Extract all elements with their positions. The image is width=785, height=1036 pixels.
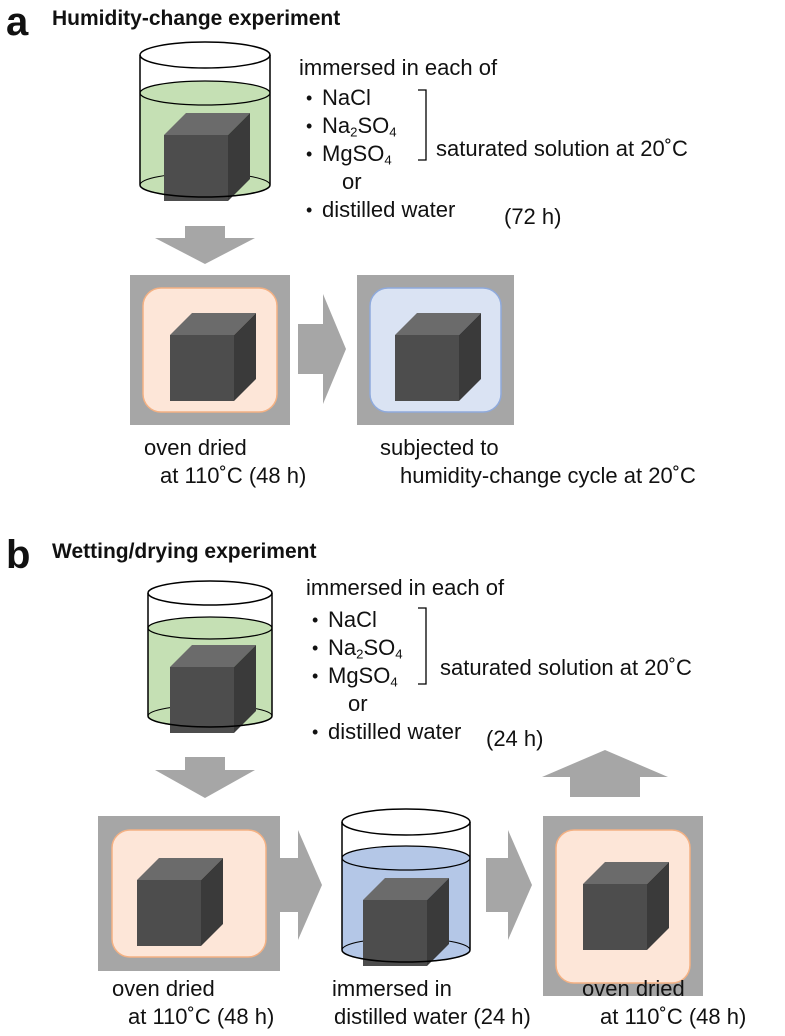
water-duration-a: (72 h): [504, 204, 562, 229]
beaker-a-saline: [139, 41, 271, 201]
solution-mgso4: MgSO4: [306, 140, 455, 168]
step1-label-line1-b: oven dried: [112, 976, 215, 1001]
arrow-right-a: [298, 294, 346, 404]
panel-title-b: Wetting/drying experiment: [52, 540, 317, 563]
step3-label-line2-b: at 110˚C (48 h): [600, 1004, 747, 1029]
step2-label-line2-b: distilled water (24 h): [334, 1004, 531, 1029]
distilled-water-item: distilled water: [312, 718, 461, 746]
solution-list-b: NaCl Na2SO4 MgSO4 or distilled water: [312, 606, 461, 746]
arrow-up-b: [542, 750, 668, 797]
step2-label-line2-a: humidity-change cycle at 20˚C: [400, 463, 696, 488]
panel-title-a: Humidity-change experiment: [52, 7, 341, 30]
solution-mgso4: MgSO4: [312, 662, 461, 690]
step2-label-line1-b: immersed in: [332, 976, 452, 1001]
oven-box-b1: [98, 816, 280, 971]
bracket-note-a: saturated solution at 20˚C: [436, 136, 688, 161]
immersed-header-b: immersed in each of: [306, 575, 505, 600]
oven-box-b2: [543, 816, 703, 996]
specimen-cube: [164, 113, 250, 201]
step3-label-line1-b: oven dried: [582, 976, 685, 1001]
step1-label-line2-a: at 110˚C (48 h): [160, 463, 307, 488]
immersed-header-a: immersed in each of: [299, 55, 498, 80]
beaker-b-water: [341, 808, 471, 966]
arrow-right-b2: [486, 830, 532, 940]
solution-list-a: NaCl Na2SO4 MgSO4 or distilled water: [306, 84, 455, 224]
arrow-down-a: [155, 226, 255, 264]
beaker-b-saline: [147, 580, 273, 733]
water-duration-b: (24 h): [486, 726, 544, 751]
step1-label-line2-b: at 110˚C (48 h): [128, 1004, 275, 1029]
panel-letter-a: a: [6, 0, 29, 44]
panel-letter-b: b: [6, 533, 31, 577]
bracket-note-b: saturated solution at 20˚C: [440, 655, 692, 680]
or-text: or: [342, 169, 362, 194]
step1-label-line1-a: oven dried: [144, 435, 247, 460]
distilled-water-item: distilled water: [306, 196, 455, 224]
humidity-chamber-a: [357, 275, 514, 425]
or-text: or: [348, 691, 368, 716]
solution-nacl: NaCl: [312, 606, 461, 634]
solution-na2so4: Na2SO4: [312, 634, 461, 662]
step2-label-line1-a: subjected to: [380, 435, 499, 460]
arrow-down-b: [155, 757, 255, 798]
solution-nacl: NaCl: [306, 84, 455, 112]
arrow-right-b1: [278, 830, 322, 940]
solution-na2so4: Na2SO4: [306, 112, 455, 140]
oven-box-a: [130, 275, 290, 425]
